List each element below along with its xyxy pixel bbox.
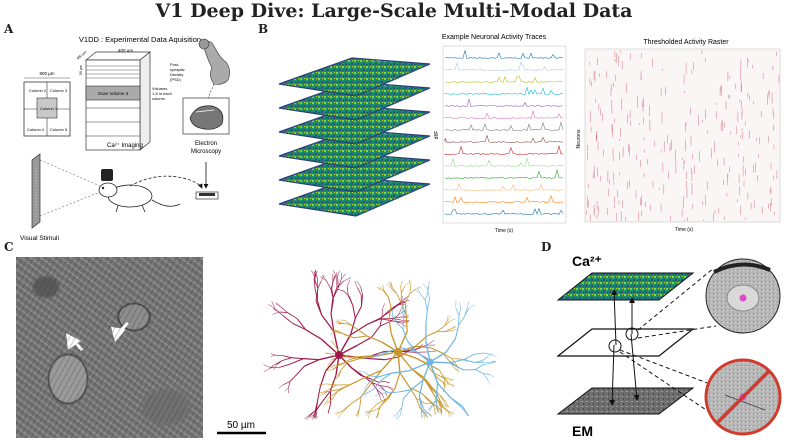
activity-trace	[444, 207, 564, 215]
activity-trace	[444, 182, 563, 191]
calcium-image-stack	[278, 57, 431, 217]
activity-traces	[444, 50, 564, 215]
column-4-label: Column 4	[27, 127, 45, 132]
neuron-soma-2	[394, 348, 402, 356]
neuron-2-dendrites	[318, 279, 468, 420]
activity-trace	[444, 109, 564, 120]
microscope-objective	[101, 169, 113, 181]
visual-stimuli-label: Visual Stimuli	[20, 235, 59, 242]
activity-trace	[444, 75, 564, 83]
activity-raster	[586, 50, 780, 221]
zoom-good-match	[705, 258, 781, 334]
traces-ylabel: df/F	[434, 131, 440, 140]
raster-title: Thresholded Activity Raster	[643, 39, 729, 46]
ca-plane-label: Ca²⁺	[572, 253, 602, 269]
activity-trace	[444, 144, 564, 155]
figure-title: V1 Deep Dive: Large-Scale Multi-Modal Da…	[155, 0, 633, 22]
panel-a: V1DD : Experimental Data Aquisition 800 …	[20, 35, 230, 242]
activity-trace	[444, 134, 564, 143]
scan-volume-stack: 400 µm 400 µm 50 µm Scan Volume 3 Volume…	[76, 48, 172, 151]
activity-trace	[444, 50, 564, 59]
panel-c-label: C	[4, 240, 14, 254]
activity-trace	[444, 194, 564, 203]
good-match-marker	[739, 294, 747, 302]
traces-xlabel: Time (s)	[495, 228, 513, 234]
raster-xlabel: Time (s)	[675, 227, 693, 233]
stimulus-screen	[31, 153, 41, 229]
em-micrograph	[16, 257, 203, 438]
mouse-setup: Ca²⁺ Imaging Visual Stimuli	[20, 142, 203, 242]
activity-trace	[444, 86, 564, 96]
traces-axes	[442, 45, 567, 224]
dim-400-label: 400 µm	[118, 48, 133, 53]
ca-plane	[556, 272, 695, 301]
zoom-bad-match	[704, 358, 782, 436]
raster-axes	[584, 48, 781, 223]
column-2-label: Column 2	[29, 88, 47, 93]
activity-trace	[444, 157, 564, 167]
panel-b: Example Neuronal Activity Traces df/F Ti…	[278, 34, 781, 234]
activity-trace	[444, 121, 564, 131]
traces-title: Example Neuronal Activity Traces	[442, 34, 547, 41]
panel-b-label: B	[258, 22, 269, 36]
panel-a-label: A	[4, 22, 14, 36]
neuron-soma-1	[335, 351, 343, 359]
column-grid: 800 µm Column 2 Column 3 Column 1 Column…	[23, 71, 71, 137]
ca-imaging-label: Ca²⁺ Imaging	[107, 142, 143, 149]
neuron-3-dendrites	[358, 281, 497, 420]
dim-400-side-label: 400 µm	[76, 50, 88, 61]
mismatch-slash	[715, 369, 771, 425]
activity-trace	[444, 61, 563, 71]
activity-trace	[444, 97, 564, 107]
reconstructed-neurons	[263, 269, 497, 421]
panel-a-heading: V1DD : Experimental Data Aquisition	[79, 35, 201, 44]
em-plane	[556, 387, 695, 415]
roi-circle-good	[625, 327, 639, 341]
scan-volume-label: Scan Volume 3	[98, 91, 129, 96]
dim-50-label: 50 µm	[79, 65, 83, 75]
em-plane-label: EM	[572, 423, 593, 439]
neuron-soma-3	[426, 358, 434, 366]
column-3-label: Column 3	[50, 88, 68, 93]
column-1-label: Column 1	[40, 106, 58, 111]
panel-d: Ca²⁺ EM	[556, 253, 782, 439]
dim-800-label: 800 µm	[39, 71, 54, 76]
scale-bar-label: 50 µm	[227, 420, 255, 431]
activity-trace	[444, 168, 564, 179]
column-5-label: Column 5	[50, 127, 68, 132]
coregistration-plane	[556, 328, 695, 357]
roi-circle-bad	[608, 339, 622, 353]
panel-d-label: D	[541, 240, 552, 254]
neuron-1-dendrites	[263, 269, 437, 421]
raster-ylabel: Neurons	[576, 129, 582, 148]
image-frame	[278, 57, 431, 97]
panel-c: 50 µm	[217, 269, 497, 435]
